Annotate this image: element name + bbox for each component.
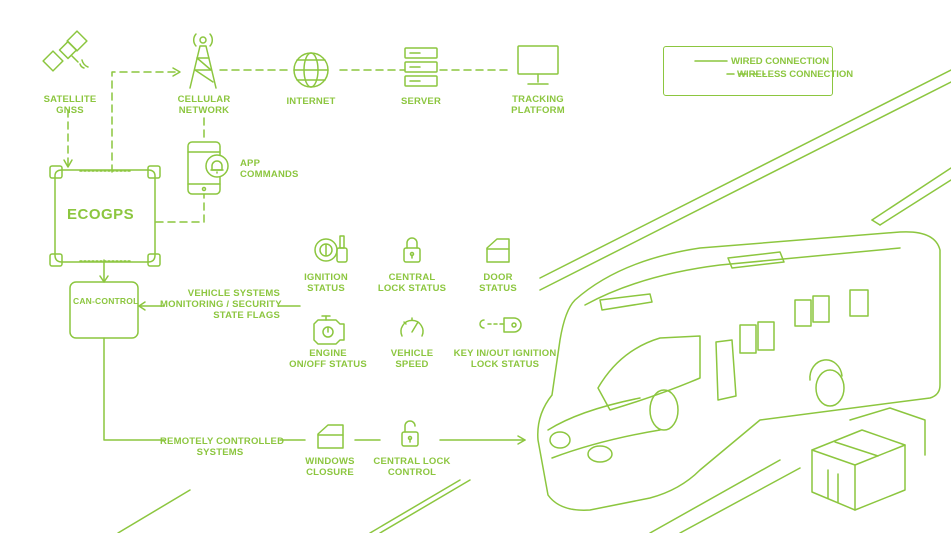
legend [663, 46, 833, 96]
legend-wireless-label: WIRELESS CONNECTION [737, 69, 854, 80]
road-lines [117, 69, 951, 533]
legend-wired-label: WIRED CONNECTION [731, 56, 830, 67]
motorhome-illustration [537, 231, 941, 511]
gps-tracker-device [49, 165, 161, 267]
monitoring-title: VEHICLE SYSTEMS MONITORING / SECURITY ST… [160, 288, 282, 321]
wireless-links [67, 69, 766, 223]
satellite-label: SATELLITE GNSS [43, 94, 97, 116]
internet-label: INTERNET [286, 96, 336, 107]
window-icon [317, 424, 344, 449]
speedometer-icon [400, 317, 424, 337]
lock-icon [403, 237, 421, 263]
ecogps-brand: ECOGPS [67, 206, 135, 223]
tracking-platform-label: TRACKING PLATFORM [511, 94, 565, 116]
package-boxes-icon [811, 407, 926, 511]
cellular-tower-icon [189, 33, 217, 89]
car-door-icon [486, 238, 510, 263]
server-icon [404, 47, 438, 87]
phone-icon [187, 141, 229, 195]
app-commands-label: APP COMMANDS [240, 158, 299, 180]
ignition-label: IGNITION STATUS [304, 272, 348, 294]
windows-closure-label: WINDOWS CLOSURE [305, 456, 355, 478]
engine-status-label: ENGINE ON/OFF STATUS [289, 348, 367, 370]
central-lock-status-label: CENTRAL LOCK STATUS [377, 272, 447, 294]
wired-links [99, 60, 728, 445]
remote-systems-title: REMOTELY CONTROLLED SYSTEMS [160, 436, 285, 458]
lock-control-icon [401, 420, 419, 447]
key-icon [479, 317, 522, 333]
cellular-label: CELLULAR NETWORK [177, 94, 231, 116]
door-status-label: DOOR STATUS [479, 272, 517, 294]
monitor-icon [517, 45, 559, 85]
wireless-arrowheads [63, 67, 181, 168]
central-lock-control-label: CENTRAL LOCK CONTROL [373, 456, 451, 478]
key-ignition-label: KEY IN/OUT IGNITION LOCK STATUS [453, 348, 557, 370]
server-label: SERVER [400, 96, 442, 107]
vehicle-speed-label: VEHICLE SPEED [390, 348, 434, 370]
can-control-label: CAN-CONTROL [73, 296, 139, 306]
engine-icon [313, 315, 345, 345]
ignition-icon [314, 235, 348, 263]
can-control-box [69, 281, 139, 339]
satellite-icon [42, 30, 89, 72]
globe-icon [293, 52, 329, 88]
